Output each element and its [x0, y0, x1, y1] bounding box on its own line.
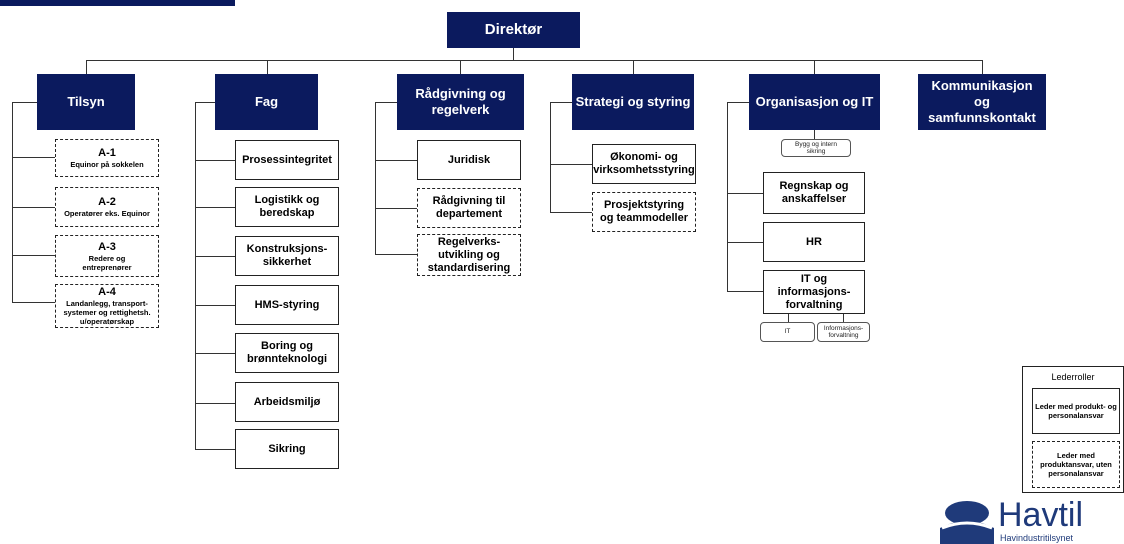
- unit-hr: HR: [763, 222, 865, 262]
- legend: Lederroller Leder med produkt- og person…: [1022, 366, 1124, 493]
- connector: [727, 193, 763, 194]
- connector: [843, 314, 844, 322]
- unit-desc: Equinor på sokkelen: [70, 160, 144, 169]
- dept-strategi: Strategi og styring: [572, 74, 694, 130]
- unit-code: A-1: [98, 147, 116, 159]
- connector: [195, 256, 235, 257]
- unit-bygg: Bygg og intern sikring: [781, 139, 851, 157]
- dept-radgivning: Rådgivning og regelverk: [397, 74, 524, 130]
- connector: [12, 302, 55, 303]
- unit-prosjektstyring: Prosjektstyring og teammodeller: [592, 192, 696, 232]
- connector: [814, 60, 815, 74]
- connector: [727, 102, 749, 103]
- connector: [195, 449, 235, 450]
- connector: [267, 60, 268, 74]
- connector: [195, 207, 235, 208]
- connector: [982, 60, 983, 74]
- unit-hms: HMS-styring: [235, 285, 339, 325]
- unit-a1: A-1 Equinor på sokkelen: [55, 139, 159, 177]
- unit-a2: A-2 Operatører eks. Equinor: [55, 187, 159, 227]
- connector: [460, 60, 461, 74]
- connector: [86, 60, 87, 74]
- legend-dashed: Leder med produktansvar, uten personalan…: [1032, 441, 1120, 488]
- unit-code: A-3: [98, 240, 116, 253]
- connector: [727, 242, 763, 243]
- connector: [633, 60, 634, 74]
- connector: [195, 305, 235, 306]
- unit-okonomi: Økonomi- og virksomhetsstyring: [592, 144, 696, 184]
- connector: [12, 102, 37, 103]
- connector: [12, 255, 55, 256]
- unit-arbeidsmiljo: Arbeidsmiljø: [235, 382, 339, 422]
- logo-mark-icon: [940, 501, 994, 544]
- connector: [814, 130, 815, 139]
- unit-juridisk: Juridisk: [417, 140, 521, 180]
- connector: [727, 102, 728, 291]
- unit-desc: Operatører eks. Equinor: [64, 209, 150, 218]
- connector: [12, 102, 13, 302]
- connector: [375, 208, 417, 209]
- unit-it-info: IT og informasjons-forvaltning: [763, 270, 865, 314]
- connector: [195, 102, 196, 449]
- dept-organisasjon: Organisasjon og IT: [749, 74, 880, 130]
- connector: [550, 212, 592, 213]
- legend-solid: Leder med produkt- og personalansvar: [1032, 388, 1120, 434]
- director-box: Direktør: [447, 12, 580, 48]
- unit-prosessintegritet: Prosessintegritet: [235, 140, 339, 180]
- connector: [12, 157, 55, 158]
- unit-logistikk: Logistikk og beredskap: [235, 187, 339, 227]
- dept-fag: Fag: [215, 74, 318, 130]
- connector: [195, 403, 235, 404]
- connector: [375, 254, 417, 255]
- connector: [375, 160, 417, 161]
- unit-informasjonsforvaltning: Informasjons-forvaltning: [817, 322, 870, 342]
- unit-a3: A-3 Redere og entreprenører: [55, 235, 159, 277]
- connector: [375, 102, 397, 103]
- unit-desc: Redere og entreprenører: [82, 253, 132, 272]
- connector: [375, 102, 376, 254]
- connector: [727, 291, 763, 292]
- connector: [195, 353, 235, 354]
- unit-code: A-4: [98, 286, 116, 298]
- dept-kommunikasjon: Kommunikasjon og samfunnskontakt: [918, 74, 1046, 130]
- logo-name: Havtil: [998, 496, 1084, 534]
- unit-regnskap: Regnskap og anskaffelser: [763, 172, 865, 214]
- connector: [86, 60, 982, 61]
- unit-sikring: Sikring: [235, 429, 339, 469]
- unit-it: IT: [760, 322, 815, 342]
- logo-subtitle: Havindustritilsynet: [1000, 533, 1074, 543]
- connector: [788, 314, 789, 322]
- havtil-logo: Havtil Havindustritilsynet: [936, 496, 1124, 544]
- connector: [550, 102, 551, 212]
- legend-title: Lederroller: [1051, 372, 1095, 382]
- connector: [195, 160, 235, 161]
- unit-radgivning-dep: Rådgivning til departement: [417, 188, 521, 228]
- unit-a4: A-4 Landanlegg, transport-systemer og re…: [55, 284, 159, 328]
- dept-tilsyn: Tilsyn: [37, 74, 135, 130]
- header-strip: [0, 0, 235, 6]
- unit-boring: Boring og brønnteknologi: [235, 333, 339, 373]
- unit-code: A-2: [98, 196, 116, 208]
- unit-regelverk: Regelverks-utvikling og standardisering: [417, 234, 521, 276]
- connector: [513, 48, 514, 60]
- connector: [550, 102, 572, 103]
- connector: [12, 207, 55, 208]
- unit-desc: Landanlegg, transport-systemer og rettig…: [63, 299, 151, 326]
- unit-konstruksjon: Konstruksjons-sikkerhet: [235, 236, 339, 276]
- connector: [195, 102, 215, 103]
- connector: [550, 164, 592, 165]
